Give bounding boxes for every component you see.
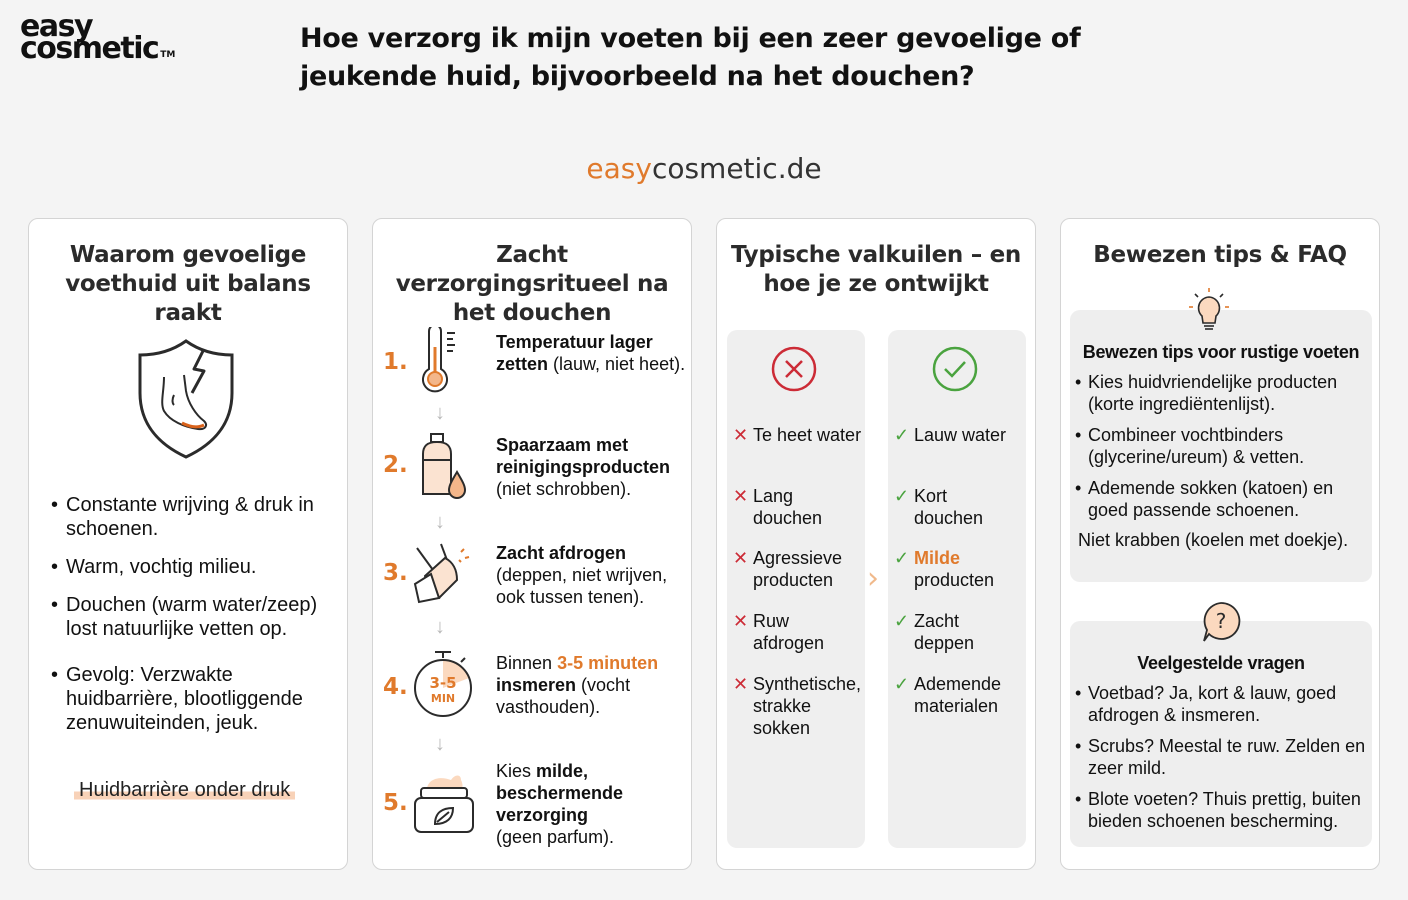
shield-foot-crack-icon bbox=[138, 339, 234, 459]
list-item: Douchen (warm water/zeep) lost natuurlij… bbox=[51, 593, 341, 641]
site-url: easycosmetic.de bbox=[586, 152, 822, 185]
list-item: Ademende sokken (katoen) en goed passend… bbox=[1075, 477, 1372, 521]
list-item: Gevolg: Verzwakte huidbarrière, blootlig… bbox=[51, 663, 341, 735]
list-item: Combineer vochtbinders (glycerine/ureum)… bbox=[1075, 424, 1372, 468]
check-icon: ✓ bbox=[894, 674, 910, 694]
list-item: Scrubs? Meestal te ruw. Zelden en zeer m… bbox=[1075, 735, 1372, 779]
check-icon: ✓ bbox=[894, 611, 910, 631]
list-item: Warm, vochtig milieu. bbox=[51, 555, 341, 579]
thermometer-icon bbox=[422, 327, 455, 393]
step-number: 4. bbox=[383, 674, 408, 700]
solution-item: ✓Lauw water bbox=[894, 425, 1007, 445]
lightbulb-icon bbox=[1189, 288, 1229, 330]
step-5: 5. Kies milde, beschermende verzorging (… bbox=[383, 760, 688, 850]
solution-item: ✓Ademende materialen bbox=[894, 674, 1002, 716]
pitfall-item: ✕Synthetische, strakke sokken bbox=[733, 674, 862, 738]
pitfall-item: ✕Agressieve producten bbox=[733, 548, 843, 590]
x-icon: ✕ bbox=[733, 548, 749, 568]
faq-title: Veelgestelde vragen bbox=[1137, 653, 1305, 673]
step-1: 1. Temperatuur lager zetten (lauw, niet … bbox=[383, 327, 688, 421]
highlight-label: Huidbarrière onder druk bbox=[74, 779, 296, 802]
tips-list: Kies huidvriendelijke producten (korte i… bbox=[1075, 371, 1372, 521]
check-icon: ✓ bbox=[894, 548, 910, 568]
step-2: 2. Spaarzaam met reinigingsproducten (ni… bbox=[383, 433, 688, 524]
solution-item: ✓Zacht deppen bbox=[894, 611, 975, 653]
check-icon: ✓ bbox=[894, 486, 910, 506]
svg-text:?: ? bbox=[1216, 609, 1227, 633]
x-icon: ✕ bbox=[733, 611, 749, 631]
arrow-down-icon: ↓ bbox=[435, 511, 445, 533]
faq-list: Voetbad? Ja, kort & lauw, goed afdrogen … bbox=[1075, 682, 1372, 832]
card-why-imbalance: Waarom gevoelige voethuid uit balans raa… bbox=[28, 218, 348, 870]
step-text: Kies milde, beschermende verzorging (gee… bbox=[496, 761, 624, 847]
faq-box: Veelgestelde vragen Voetbad? Ja, kort & … bbox=[1070, 621, 1372, 847]
card-tips-faq: Bewezen tips & FAQ Bewezen tips voor rus… bbox=[1060, 218, 1380, 870]
solution-item: ✓Milde producten bbox=[894, 548, 995, 590]
list-item: Blote voeten? Thuis prettig, buiten bied… bbox=[1075, 788, 1372, 832]
x-icon: ✕ bbox=[733, 425, 749, 445]
step-number: 5. bbox=[383, 790, 408, 816]
card-title: Typische valkuilen – en hoe je ze ontwij… bbox=[730, 242, 1021, 297]
x-icon: ✕ bbox=[733, 674, 749, 694]
list-item: Constante wrijving & druk in schoenen. bbox=[51, 493, 341, 541]
check-icon: ✓ bbox=[894, 425, 910, 445]
chevron-right-icon: › bbox=[867, 561, 879, 596]
step-number: 3. bbox=[383, 560, 408, 586]
towel-foot-icon bbox=[413, 543, 470, 604]
reasons-list: Constante wrijving & druk in schoenen. W… bbox=[51, 493, 341, 749]
step-number: 2. bbox=[383, 452, 408, 478]
list-item: Voetbad? Ja, kort & lauw, goed afdrogen … bbox=[1075, 682, 1372, 726]
step-text: Zacht afdrogen (deppen, niet wrijven, oo… bbox=[496, 543, 668, 607]
list-item: Kies huidvriendelijke producten (korte i… bbox=[1075, 371, 1372, 415]
step-3: 3. Zacht afdrogen (deppen, niet wrijven,… bbox=[383, 542, 688, 632]
logo-line-1: easy bbox=[20, 9, 94, 44]
card-title: Waarom gevoelige voethuid uit balans raa… bbox=[65, 242, 311, 326]
solution-item: ✓Kort douchen bbox=[894, 486, 984, 528]
svg-text:3-5: 3-5 bbox=[429, 674, 456, 692]
page-title: Hoe verzorg ik mijn voeten bij een zeer … bbox=[300, 23, 1081, 92]
card-title: Bewezen tips & FAQ bbox=[1093, 242, 1347, 268]
cream-jar-leaf-icon bbox=[414, 775, 474, 833]
card-pitfalls: Typische valkuilen – en hoe je ze ontwij… bbox=[716, 218, 1036, 870]
pitfall-item: ✕Te heet water bbox=[733, 425, 862, 445]
trademark: TM bbox=[160, 50, 176, 60]
circle-check-icon bbox=[932, 346, 978, 392]
tips-box: Bewezen tips voor rustige voeten Kies hu… bbox=[1070, 310, 1372, 582]
soap-bottle-drop-icon bbox=[422, 433, 467, 499]
stopwatch-icon: 3-5 MIN bbox=[414, 651, 472, 717]
step-text: Temperatuur lager zetten (lauw, niet hee… bbox=[496, 332, 686, 374]
step-number: 1. bbox=[383, 349, 408, 375]
svg-text:MIN: MIN bbox=[431, 692, 455, 705]
step-text: Spaarzaam met reinigingsproducten (niet … bbox=[496, 435, 671, 499]
dont-panel: ✕Te heet water ✕Lang douchen ✕Agressieve… bbox=[727, 330, 865, 848]
pitfall-item: ✕Lang douchen bbox=[733, 486, 823, 528]
question-bubble-icon: ? bbox=[1203, 602, 1241, 642]
do-panel: ✓Lauw water ✓Kort douchen ✓Milde product… bbox=[888, 330, 1026, 848]
tip-extra: Niet krabben (koelen met doekje). bbox=[1078, 530, 1349, 550]
arrow-down-icon: ↓ bbox=[435, 402, 445, 424]
card-title: Zacht verzorgingsritueel na het douchen bbox=[395, 242, 669, 326]
x-icon: ✕ bbox=[733, 486, 749, 506]
card-ritual: Zacht verzorgingsritueel na het douchen … bbox=[372, 218, 692, 870]
arrow-down-icon: ↓ bbox=[435, 616, 445, 638]
circle-x-icon bbox=[771, 346, 817, 392]
tips-title: Bewezen tips voor rustige voeten bbox=[1082, 342, 1360, 362]
arrow-down-icon: ↓ bbox=[435, 733, 445, 755]
pitfall-item: ✕Ruw afdrogen bbox=[733, 611, 825, 653]
